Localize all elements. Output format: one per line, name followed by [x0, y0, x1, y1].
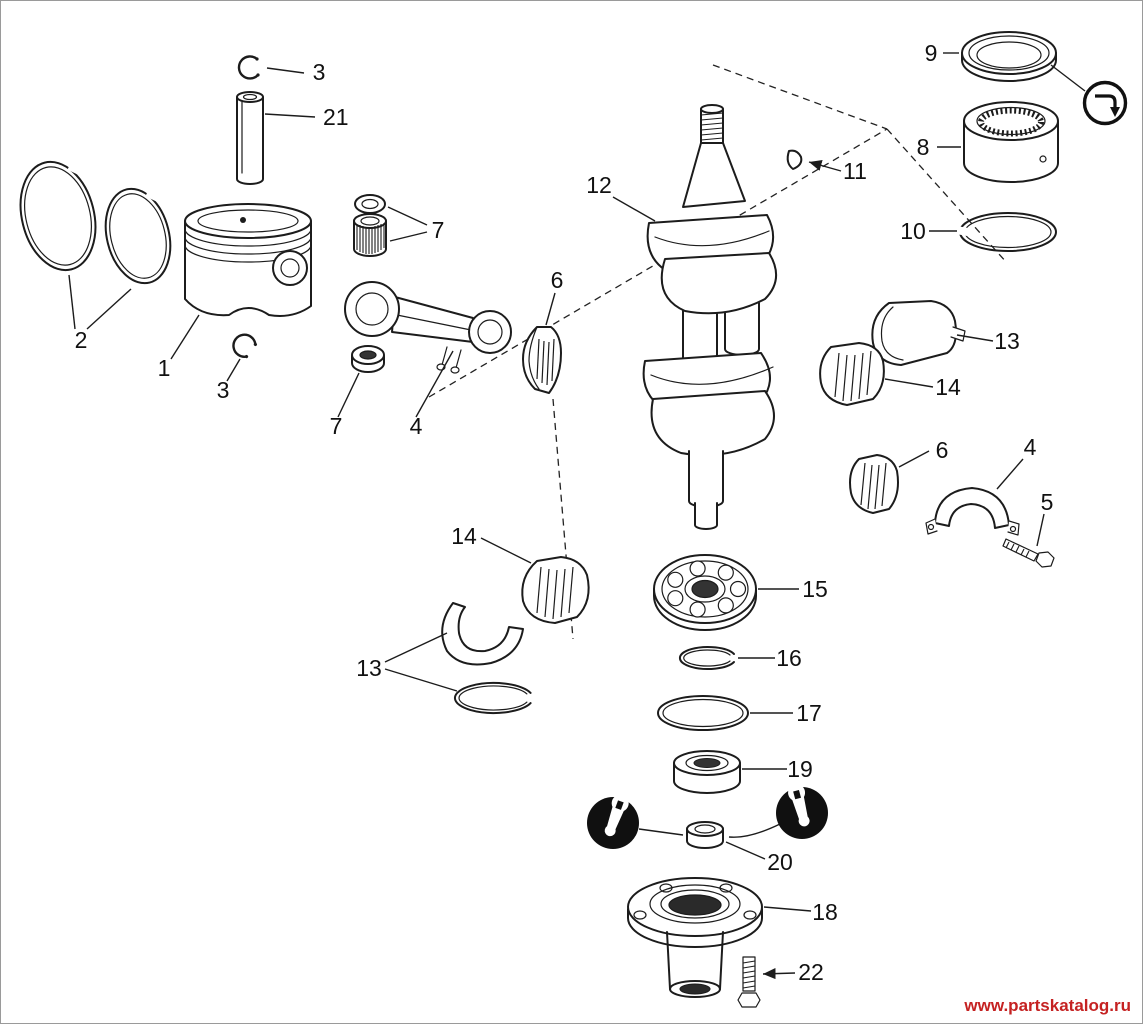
callout-label: 9	[925, 40, 938, 66]
callout-4-rod: 4	[410, 350, 454, 439]
connecting-rod	[344, 281, 512, 374]
callout-12: 12	[586, 172, 656, 222]
callout-19: 19	[742, 756, 813, 782]
callout-8: 8	[917, 134, 961, 160]
callouts: 3 21 2 1 3 7 7 4	[68, 40, 1054, 985]
bearing-shell-left-part	[441, 602, 532, 714]
callout-label: 5	[1041, 489, 1054, 515]
piston-ring-outer	[19, 159, 97, 272]
roller-cage-lower-right-part	[849, 454, 899, 514]
rod-cap-part	[925, 487, 1020, 536]
cap-screw-part	[1002, 538, 1055, 568]
callout-label: 8	[917, 134, 930, 160]
callout-label: 2	[75, 327, 88, 353]
callout-label: 12	[586, 172, 612, 198]
callout-2: 2	[68, 274, 132, 353]
flange-bolt-part	[737, 956, 761, 1008]
retaining-ring-top-part	[956, 212, 1057, 252]
callout-14-right: 14	[884, 374, 961, 400]
callout-13-right: 13	[956, 328, 1020, 354]
callout-9: 9	[925, 40, 959, 66]
callout-22: 22	[762, 959, 824, 985]
callout-label: 6	[936, 437, 949, 463]
piston	[184, 203, 312, 317]
callout-label: 21	[323, 104, 349, 130]
callout-11: 11	[808, 158, 867, 184]
roller-cage-upper-part	[522, 326, 562, 394]
callout-label: 3	[217, 377, 230, 403]
callout-3-bottom: 3	[217, 358, 241, 403]
oil-seal-part	[673, 750, 741, 794]
callout-20: 20	[725, 841, 793, 875]
callout-6-lower: 6	[898, 437, 949, 468]
callout-label: 7	[432, 217, 445, 243]
bearing-housing-part	[627, 877, 763, 998]
snap-ring-part	[678, 646, 735, 670]
thrust-washer-part	[351, 345, 385, 373]
callout-label: 15	[802, 576, 828, 602]
callout-label: 18	[812, 899, 838, 925]
callout-6-upper: 6	[545, 267, 564, 326]
callout-label: 20	[767, 849, 793, 875]
spacer-ring-part	[686, 821, 724, 849]
roller-cage-left-part	[521, 556, 590, 624]
callout-label: 4	[410, 413, 423, 439]
callout-4-cap: 4	[996, 434, 1037, 490]
circlip-top-part	[237, 55, 260, 80]
ball-bearing-part	[653, 554, 757, 631]
bearing-shell-right-part	[871, 300, 966, 366]
callout-label: 11	[843, 158, 867, 184]
needle-bearing-top-part	[353, 194, 387, 257]
watermark: www.partskatalog.ru	[963, 996, 1131, 1015]
callout-16: 16	[738, 645, 802, 671]
callout-3-top: 3	[266, 59, 326, 85]
bent-arrow-icon	[1050, 64, 1128, 126]
callout-label: 1	[158, 355, 171, 381]
callout-label: 19	[787, 756, 813, 782]
seal-ring-top-part	[961, 31, 1057, 82]
o-ring-part	[657, 695, 749, 731]
callout-1: 1	[158, 314, 200, 381]
callout-7-bottom: 7	[330, 372, 360, 439]
dowel-pin-part	[786, 149, 803, 170]
callout-18: 18	[763, 899, 838, 925]
callout-label: 10	[900, 218, 926, 244]
callout-label: 13	[994, 328, 1020, 354]
callout-10: 10	[900, 218, 957, 244]
wrist-pin	[236, 91, 264, 185]
callout-15: 15	[758, 576, 828, 602]
piston-ring-inner	[104, 187, 172, 285]
roller-cage-right-part	[819, 342, 885, 406]
callout-label: 6	[551, 267, 564, 293]
wrench-icon-left	[587, 794, 684, 849]
callout-17: 17	[750, 700, 822, 726]
callout-label: 7	[330, 413, 343, 439]
callout-label: 22	[798, 959, 824, 985]
callout-5: 5	[1036, 489, 1054, 547]
callout-21: 21	[264, 104, 349, 130]
callout-label: 14	[451, 523, 477, 549]
callout-label: 17	[796, 700, 822, 726]
wrench-icon-right	[728, 784, 828, 839]
callout-label: 3	[313, 59, 326, 85]
circlip-bottom-part	[232, 333, 257, 359]
callout-label: 14	[935, 374, 961, 400]
callout-13-left: 13	[356, 632, 458, 692]
callout-14-left: 14	[451, 523, 532, 564]
callout-7-top: 7	[387, 206, 445, 243]
callout-label: 4	[1024, 434, 1037, 460]
callout-label: 13	[356, 655, 382, 681]
center-main-bearing-part	[963, 101, 1059, 183]
callout-label: 16	[776, 645, 802, 671]
crankshaft	[642, 104, 777, 530]
